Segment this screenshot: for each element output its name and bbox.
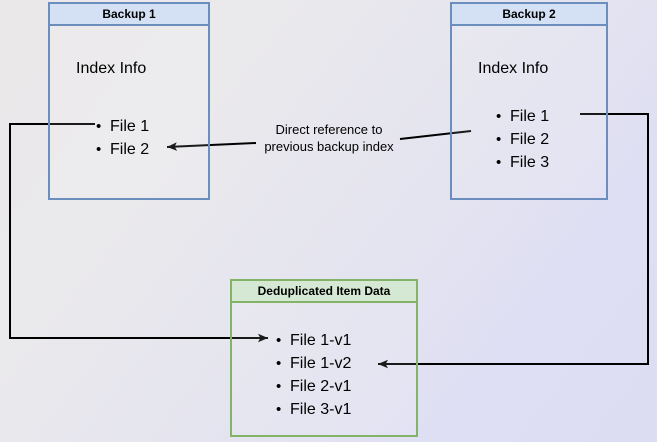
node-backup-2-body: Index Info File 1 File 2 File 3 (452, 26, 606, 198)
backup-2-file-list: File 1 File 2 File 3 (494, 105, 549, 174)
node-backup-2-title: Backup 2 (452, 4, 606, 26)
node-backup-2[interactable]: Backup 2 Index Info File 1 File 2 File 3 (450, 2, 608, 200)
list-item: File 1 (94, 115, 149, 138)
deduplicated-file-list: File 1-v1 File 1-v2 File 2-v1 File 3-v1 (274, 329, 351, 421)
backup-1-index-info-label: Index Info (76, 60, 147, 77)
backup-2-index-info-label: Index Info (478, 60, 549, 77)
edge-label-line-2: previous backup index (264, 139, 394, 154)
node-deduplicated-item-data[interactable]: Deduplicated Item Data File 1-v1 File 1-… (230, 279, 418, 437)
node-backup-1-title: Backup 1 (50, 4, 208, 26)
list-item: File 1-v2 (274, 352, 351, 375)
node-deduplicated-item-data-body: File 1-v1 File 1-v2 File 2-v1 File 3-v1 (232, 303, 416, 435)
list-item: File 3-v1 (274, 398, 351, 421)
list-item: File 3 (494, 151, 549, 174)
edge-label-line-1: Direct reference to (275, 122, 383, 137)
node-backup-1-body: Index Info File 1 File 2 (50, 26, 208, 198)
list-item: File 2 (494, 128, 549, 151)
node-deduplicated-item-data-title: Deduplicated Item Data (232, 281, 416, 303)
edge-label-direct-reference: Direct reference to previous backup inde… (246, 121, 412, 155)
list-item: File 2-v1 (274, 375, 351, 398)
list-item: File 1 (494, 105, 549, 128)
node-backup-1[interactable]: Backup 1 Index Info File 1 File 2 (48, 2, 210, 200)
list-item: File 1-v1 (274, 329, 351, 352)
backup-1-file-list: File 1 File 2 (94, 115, 149, 161)
list-item: File 2 (94, 138, 149, 161)
